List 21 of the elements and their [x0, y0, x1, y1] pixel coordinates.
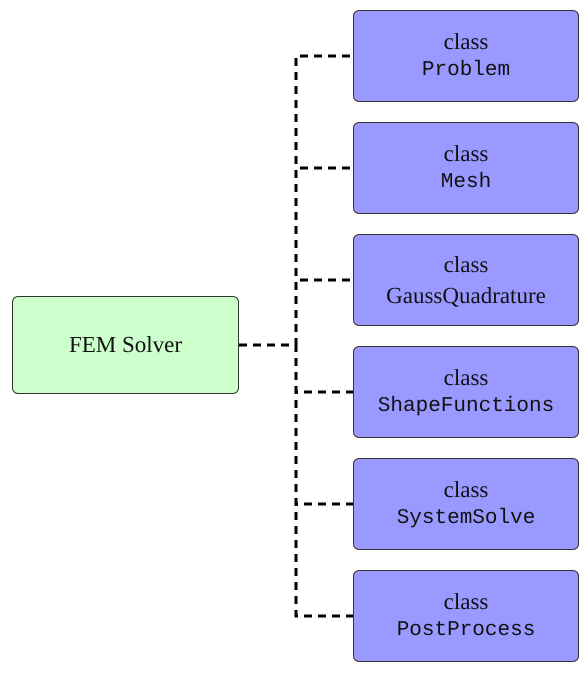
class-box: [353, 10, 579, 102]
class-box: [353, 458, 579, 550]
class-name: Mesh: [440, 170, 492, 196]
class-name: GaussQuadrature: [386, 282, 546, 310]
class-box: [353, 346, 579, 438]
root-box: [12, 296, 239, 394]
keyword-label: class: [444, 364, 488, 392]
root-label: FEM Solver: [68, 331, 182, 360]
class-name: PostProcess: [396, 618, 536, 644]
keyword-label: class: [444, 588, 488, 616]
keyword-label: class: [444, 476, 488, 504]
dashed-connector: [239, 344, 353, 618]
class-name: Problem: [422, 58, 510, 84]
class-box: [353, 570, 579, 662]
class-box: [353, 234, 579, 326]
class-name: ShapeFunctions: [378, 394, 554, 420]
class-name: SystemSolve: [396, 506, 536, 532]
keyword-label: class: [444, 140, 488, 168]
class-box: [353, 122, 579, 214]
keyword-label: class: [444, 28, 488, 56]
keyword-label: class: [444, 250, 488, 279]
